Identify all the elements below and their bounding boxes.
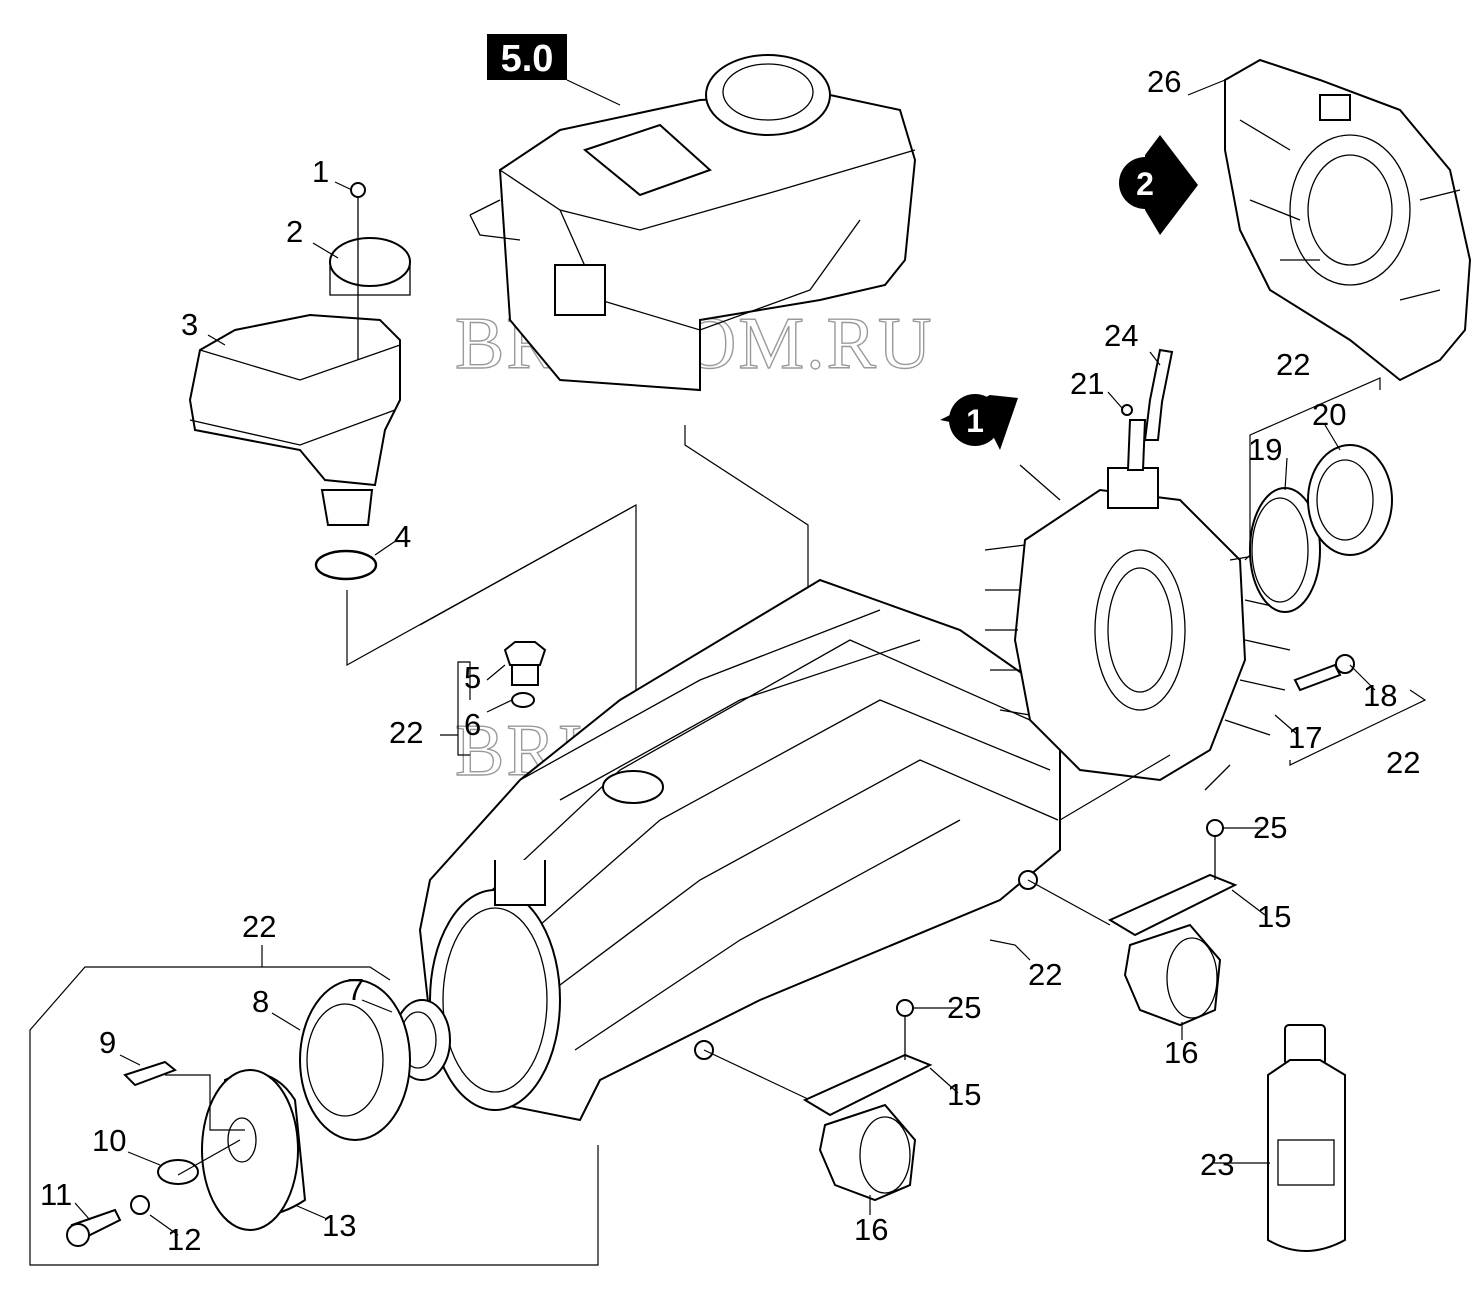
label-2: 2 <box>286 214 303 249</box>
cover-part <box>1224 58 1472 382</box>
svg-text:1: 1 <box>966 403 984 439</box>
label-1: 1 <box>312 154 329 189</box>
label-22: 22 <box>242 909 276 944</box>
reservoir-part <box>188 182 411 581</box>
view-marker-2: 2 <box>1119 135 1198 235</box>
label-22: 22 <box>1276 347 1310 382</box>
label-18: 18 <box>1363 678 1397 713</box>
oil-bottle-part <box>1267 1024 1346 1252</box>
part-labels: 1 2 3 4 5 6 22 26 24 21 22 20 19 18 17 2… <box>40 64 1420 1257</box>
label-8: 8 <box>252 984 269 1019</box>
label-24: 24 <box>1104 318 1138 353</box>
bracket-part-lower <box>802 999 933 1202</box>
label-16: 16 <box>854 1212 888 1247</box>
label-15: 15 <box>1257 899 1291 934</box>
section-badge: 5.0 <box>487 34 567 80</box>
label-10: 10 <box>92 1123 126 1158</box>
bearing-part <box>1307 444 1393 556</box>
label-23: 23 <box>1200 1147 1234 1182</box>
label-22: 22 <box>389 715 423 750</box>
label-15: 15 <box>947 1077 981 1112</box>
label-16: 16 <box>1164 1035 1198 1070</box>
plug-part <box>503 641 547 666</box>
label-17: 17 <box>1288 720 1322 755</box>
label-26: 26 <box>1147 64 1181 99</box>
label-12: 12 <box>167 1222 201 1257</box>
label-7: 7 <box>347 972 364 1007</box>
bracket-part-upper <box>1107 819 1238 1027</box>
label-22: 22 <box>1386 745 1420 780</box>
tank-part <box>469 54 917 392</box>
label-22: 22 <box>1028 957 1062 992</box>
screw-part <box>1293 663 1342 692</box>
pump-housing-part <box>418 578 1061 1122</box>
label-9: 9 <box>99 1025 116 1060</box>
label-6: 6 <box>464 707 481 742</box>
label-11: 11 <box>40 1177 72 1212</box>
section-badge-text: 5.0 <box>501 38 554 80</box>
label-3: 3 <box>181 307 198 342</box>
bearing-group-part <box>66 979 451 1247</box>
label-20: 20 <box>1312 397 1346 432</box>
label-25: 25 <box>1253 810 1287 845</box>
label-13: 13 <box>322 1208 356 1243</box>
label-21: 21 <box>1070 366 1104 401</box>
label-25: 25 <box>947 990 981 1025</box>
label-5: 5 <box>464 660 481 695</box>
label-19: 19 <box>1248 432 1282 467</box>
svg-text:2: 2 <box>1136 166 1154 202</box>
view-marker-1: 1 <box>940 394 1018 450</box>
label-4: 4 <box>394 519 411 554</box>
